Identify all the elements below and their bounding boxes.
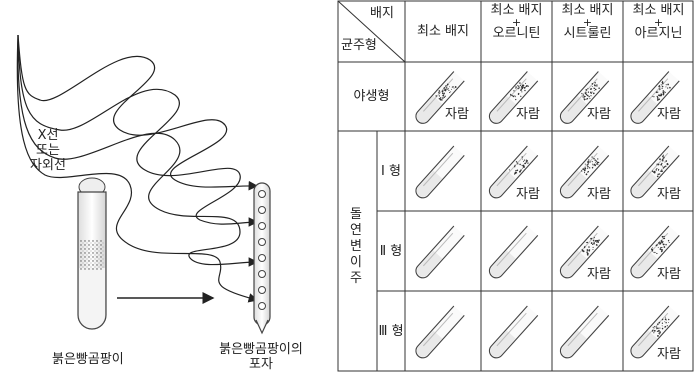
column-header-line: 오르니틴 [481, 27, 552, 41]
grow-label: 자람 [516, 187, 540, 202]
grow-label: 자람 [657, 347, 681, 362]
grow-label: 자람 [516, 107, 540, 122]
row-label-type-2: Ⅱ 형 [377, 244, 405, 259]
test-tube-no-growth [487, 226, 538, 281]
corner-label-bottom: 균주형 [341, 38, 377, 53]
corner-label-top: 배지 [370, 6, 394, 21]
test-tube-no-growth [558, 306, 609, 361]
column-header-citrulline: 최소 배지 + 시트룰린 [552, 4, 623, 41]
mutant-group-label: 돌연변이주 [350, 207, 364, 287]
column-header-line: 아르지닌 [623, 27, 694, 41]
test-tube-no-growth [487, 306, 538, 361]
test-tube-no-growth [413, 146, 464, 201]
grow-label: 자람 [587, 267, 611, 282]
grow-label: 자람 [657, 107, 681, 122]
row-label-type-3: Ⅲ 형 [377, 324, 405, 339]
test-tube-no-growth [413, 306, 464, 361]
column-header-line: 시트룰린 [552, 27, 623, 41]
row-label-type-1: Ⅰ 형 [377, 164, 405, 179]
grow-label: 자람 [657, 187, 681, 202]
grow-label: 자람 [657, 267, 681, 282]
column-header-minimal: 최소 배지 [405, 24, 481, 39]
column-header-arginine: 최소 배지 + 아르지닌 [623, 4, 694, 41]
column-header-ornithine: 최소 배지 + 오르니틴 [481, 4, 552, 41]
grow-label: 자람 [587, 107, 611, 122]
grow-label: 자람 [445, 107, 469, 122]
test-tube-no-growth [413, 226, 464, 281]
grow-label: 자람 [587, 187, 611, 202]
row-label-wild-type: 야생형 [338, 89, 405, 104]
